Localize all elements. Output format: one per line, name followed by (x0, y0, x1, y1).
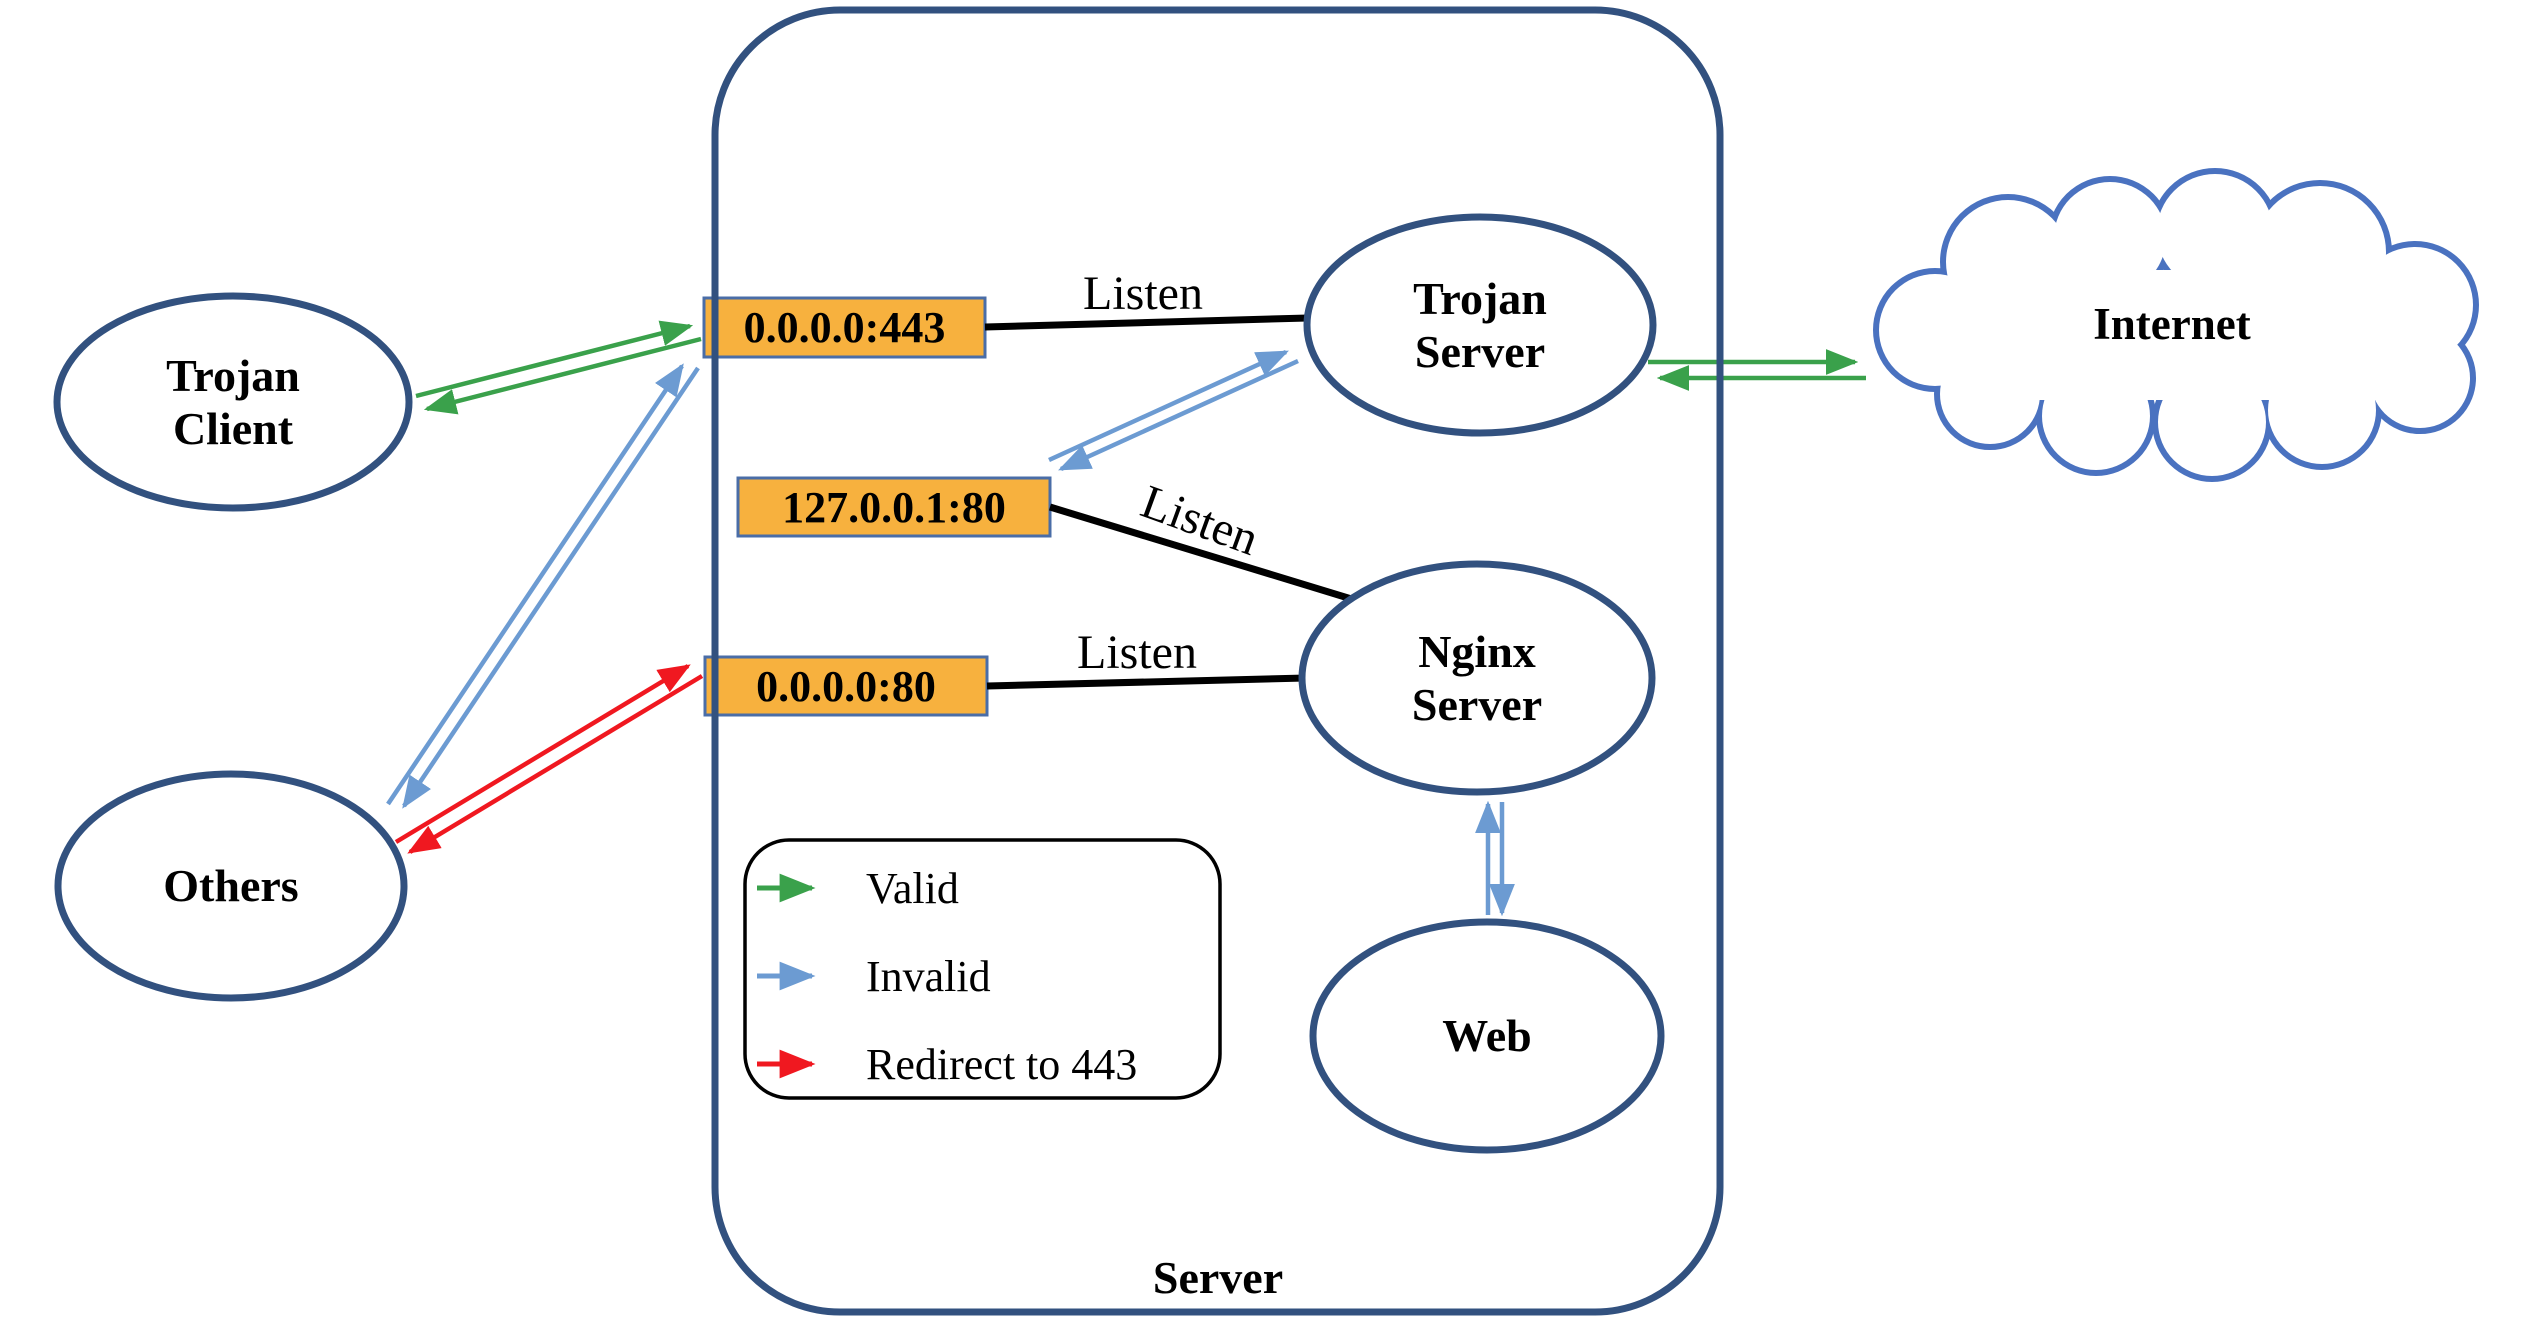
listen-label-80: Listen (1077, 625, 1197, 679)
nginx-server-label: Nginx Server (1306, 568, 1648, 788)
arrow-valid-trojan-internet (1648, 349, 1866, 391)
arrow-redirect-others-80 (394, 664, 704, 854)
trojan-server-ellipse (1303, 213, 1657, 437)
nginx-server-line2: Server (1411, 679, 1543, 730)
port-box-80 (703, 655, 989, 717)
trojan-client-line2: Client (172, 403, 294, 454)
internet-cloud (1873, 168, 2479, 482)
listen-line-443 (984, 314, 1309, 331)
legend-box (743, 838, 1222, 1100)
port-443-label: 0.0.0.0:443 (743, 303, 946, 352)
server-container-label: Server (1152, 1251, 1284, 1303)
port-box-443 (702, 296, 987, 359)
legend-redirect-label: Redirect to 443 (866, 1039, 1138, 1089)
legend-invalid-label: Invalid (866, 951, 991, 1001)
web-label: Web (1442, 1010, 1532, 1062)
trojan-server-line2: Server (1414, 326, 1546, 377)
trojan-client-line1: Trojan (166, 349, 300, 401)
arrow-invalid-others-443 (386, 363, 700, 809)
trojan-server-label: Trojan Server (1311, 221, 1649, 429)
others-ellipse (54, 770, 408, 1002)
port-box-127 (736, 476, 1052, 538)
trojan-client-ellipse (53, 292, 413, 512)
arrow-invalid-127-trojan (1048, 349, 1299, 472)
server-container-box (711, 6, 1724, 1316)
listen-line-127 (1048, 503, 1360, 605)
legend-valid-label: Valid (866, 863, 959, 913)
trojan-client-label: Trojan Client (61, 298, 405, 506)
port-80-label: 0.0.0.0:80 (756, 661, 936, 711)
arrow-invalid-nginx-web (1475, 800, 1515, 917)
others-label: Others (163, 860, 299, 912)
internet-label: Internet (2093, 299, 2251, 349)
listen-label-443: Listen (1083, 266, 1203, 320)
listen-line-80 (986, 674, 1307, 690)
arrow-valid-client-443 (415, 320, 702, 415)
port-127-label: 127.0.0.1:80 (782, 482, 1006, 532)
web-ellipse (1309, 918, 1665, 1154)
trojan-server-line1: Trojan (1413, 272, 1547, 324)
nginx-server-line1: Nginx (1418, 625, 1536, 677)
nginx-server-ellipse (1298, 560, 1656, 796)
